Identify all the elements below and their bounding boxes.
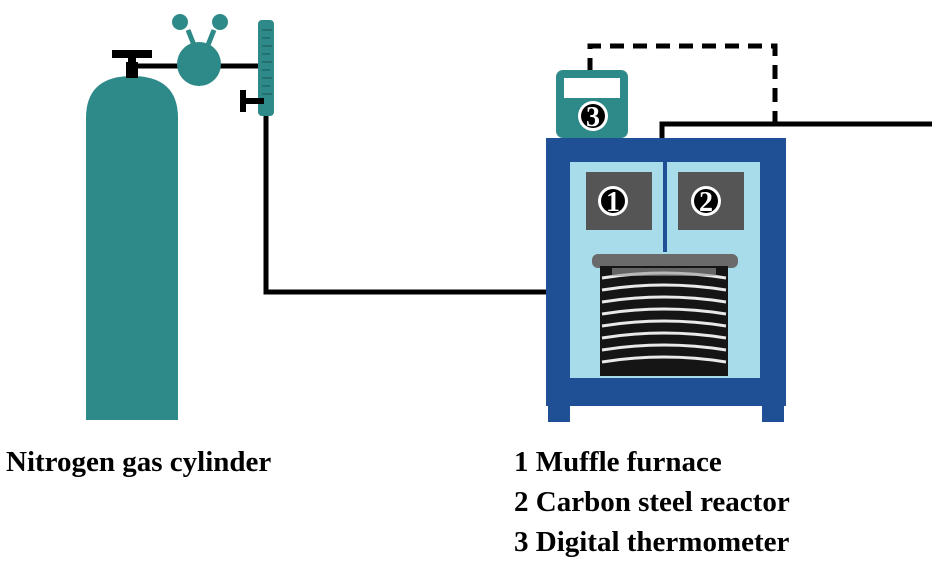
legend-item-reactor: 2 Carbon steel reactor xyxy=(514,486,790,518)
marker-3: 3 xyxy=(586,102,600,133)
reactor-top-bar xyxy=(592,254,738,268)
flowmeter xyxy=(240,20,274,116)
muffle-furnace: 1 2 xyxy=(546,138,786,422)
outlet-line xyxy=(659,121,932,138)
thermocouple-wire xyxy=(587,43,778,126)
nitrogen-gas-cylinder xyxy=(86,50,178,420)
pressure-regulator xyxy=(136,14,262,86)
flowmeter-tube xyxy=(258,20,274,116)
furnace-leg-right xyxy=(762,404,784,422)
marker-1: 1 xyxy=(606,187,620,218)
regulator-body xyxy=(177,42,221,86)
gas-line xyxy=(263,116,548,295)
legend-item-furnace: 1 Muffle furnace xyxy=(514,446,722,478)
carbon-steel-reactor xyxy=(592,254,738,376)
cylinder-valve-stem xyxy=(128,50,136,66)
legend-item-thermometer: 3 Digital thermometer xyxy=(514,526,790,558)
regulator-gauge-right xyxy=(212,14,228,30)
furnace-leg-left xyxy=(548,404,570,422)
thermometer-display xyxy=(564,78,620,98)
cylinder-body xyxy=(86,76,178,420)
regulator-gauge-left xyxy=(172,14,188,30)
legend: 1 Muffle furnace 2 Carbon steel reactor … xyxy=(514,448,790,568)
marker-2: 2 xyxy=(699,187,713,218)
digital-thermometer: 3 xyxy=(556,70,628,138)
cylinder-label: Nitrogen gas cylinder xyxy=(6,446,272,478)
